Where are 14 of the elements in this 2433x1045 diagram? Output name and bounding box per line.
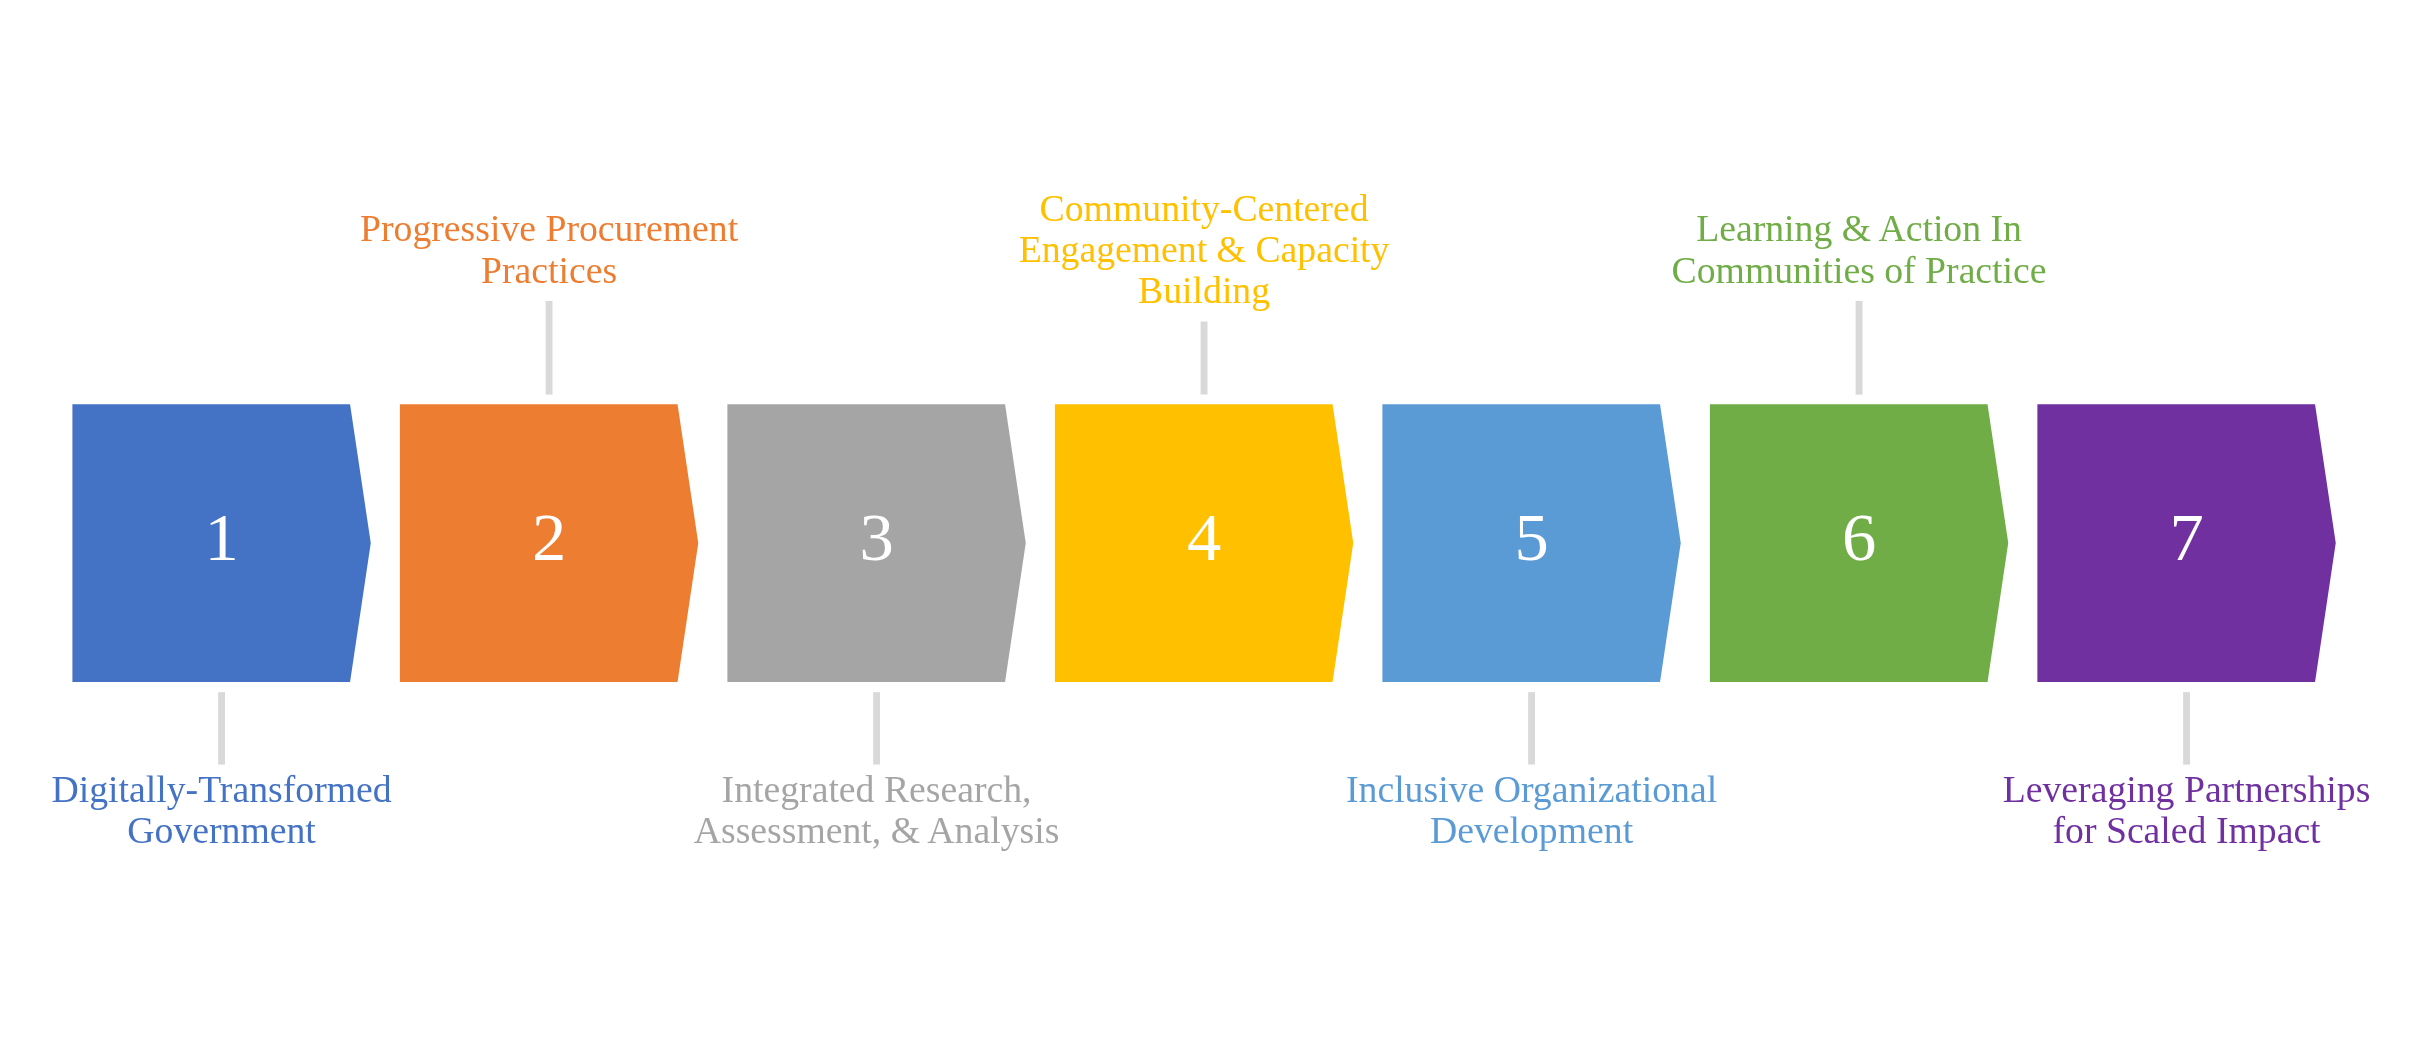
node-text: Digitally-Transformed Government bbox=[51, 768, 392, 852]
node-text: Integrated Research, Assessment, & Analysis bbox=[693, 768, 1060, 852]
node-text: Community-Centered Engagement & Capacity Building bbox=[1018, 186, 1390, 312]
connector bbox=[873, 692, 880, 765]
connector bbox=[545, 300, 553, 395]
connector bbox=[218, 692, 225, 765]
connector bbox=[1200, 321, 1208, 395]
connector bbox=[1528, 692, 1535, 765]
node-text: Leveraging Partnerships for Scaled Impact bbox=[2002, 768, 2371, 852]
node-text: Progressive Procurement Practices bbox=[360, 207, 739, 291]
connector bbox=[1855, 300, 1863, 395]
node-text: Inclusive Organizational Development bbox=[1345, 768, 1718, 852]
connector bbox=[2183, 692, 2190, 765]
node-text: Learning & Action In Communities of Practice bbox=[1671, 207, 2047, 291]
